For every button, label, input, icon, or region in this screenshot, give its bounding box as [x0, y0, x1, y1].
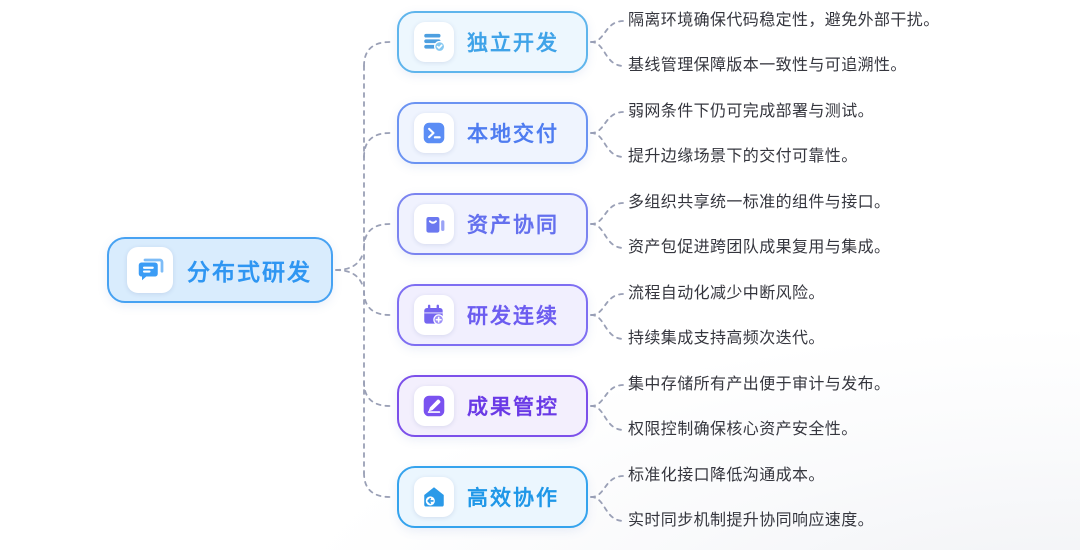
- leaf-link-5b: [590, 496, 625, 522]
- leaf-point: 提升边缘场景下的交付可靠性。: [628, 148, 858, 165]
- chat-bubbles-icon: [127, 247, 173, 293]
- hook-branch-5: [363, 472, 391, 498]
- asset-bag-icon: [414, 204, 454, 244]
- hook-branch-0: [363, 41, 391, 67]
- branch-node-efficient-collaboration[interactable]: 高效协作: [397, 466, 588, 528]
- branch-node-rnd-continuity[interactable]: 研发连续: [397, 284, 588, 346]
- root-node-distributed-rnd[interactable]: 分布式研发: [107, 237, 333, 303]
- leaf-point: 基线管理保障版本一致性与可追溯性。: [628, 57, 907, 74]
- branch-node-label: 研发连续: [467, 305, 559, 328]
- branch-node-asset-collaboration[interactable]: 资产协同: [397, 193, 588, 255]
- calendar-plus-icon: [414, 295, 454, 335]
- root-fork-up: [335, 255, 363, 271]
- terminal-icon: [414, 113, 454, 153]
- leaf-point: 实时同步机制提升协同响应速度。: [628, 512, 875, 529]
- leaf-point: 流程自动化减少中断风险。: [628, 285, 825, 302]
- leaf-link-1a: [590, 111, 625, 134]
- leaf-point: 弱网条件下仍可完成部署与测试。: [628, 103, 875, 120]
- leaf-link-5a: [590, 475, 625, 498]
- root-node-label: 分布式研发: [187, 259, 312, 285]
- hook-branch-4: [363, 381, 391, 407]
- leaf-point: 资产包促进跨团队成果复用与集成。: [628, 239, 891, 256]
- leaf-link-3b: [590, 314, 625, 340]
- branch-node-label: 独立开发: [467, 32, 559, 55]
- home-sync-icon: [414, 477, 454, 517]
- branch-node-label: 高效协作: [467, 487, 559, 510]
- leaf-link-2a: [590, 202, 625, 225]
- leaf-link-3a: [590, 293, 625, 316]
- leaf-link-0b: [590, 41, 625, 67]
- leaf-point: 权限控制确保核心资产安全性。: [628, 421, 858, 438]
- leaf-point: 隔离环境确保代码稳定性，避免外部干扰。: [628, 12, 940, 29]
- pen-edit-icon: [414, 386, 454, 426]
- leaf-link-4a: [590, 384, 625, 407]
- leaf-link-4b: [590, 405, 625, 431]
- leaf-point: 持续集成支持高频次迭代。: [628, 330, 825, 347]
- leaf-link-1b: [590, 132, 625, 158]
- hook-branch-3: [363, 290, 391, 316]
- hook-branch-2: [363, 223, 391, 249]
- branch-node-label: 资产协同: [467, 214, 559, 237]
- branch-node-output-control[interactable]: 成果管控: [397, 375, 588, 437]
- branch-node-independent-dev[interactable]: 独立开发: [397, 11, 588, 73]
- branch-node-local-delivery[interactable]: 本地交付: [397, 102, 588, 164]
- leaf-link-0a: [590, 20, 625, 43]
- root-fork-down: [335, 269, 363, 285]
- leaf-point: 标准化接口降低沟通成本。: [628, 467, 825, 484]
- leaf-link-2b: [590, 223, 625, 249]
- leaf-point: 多组织共享统一标准的组件与接口。: [628, 194, 891, 211]
- branch-node-label: 本地交付: [467, 123, 559, 146]
- branch-node-label: 成果管控: [467, 396, 559, 419]
- leaf-point: 集中存储所有产出便于审计与发布。: [628, 376, 891, 393]
- stack-check-icon: [414, 22, 454, 62]
- hook-branch-1: [363, 132, 391, 158]
